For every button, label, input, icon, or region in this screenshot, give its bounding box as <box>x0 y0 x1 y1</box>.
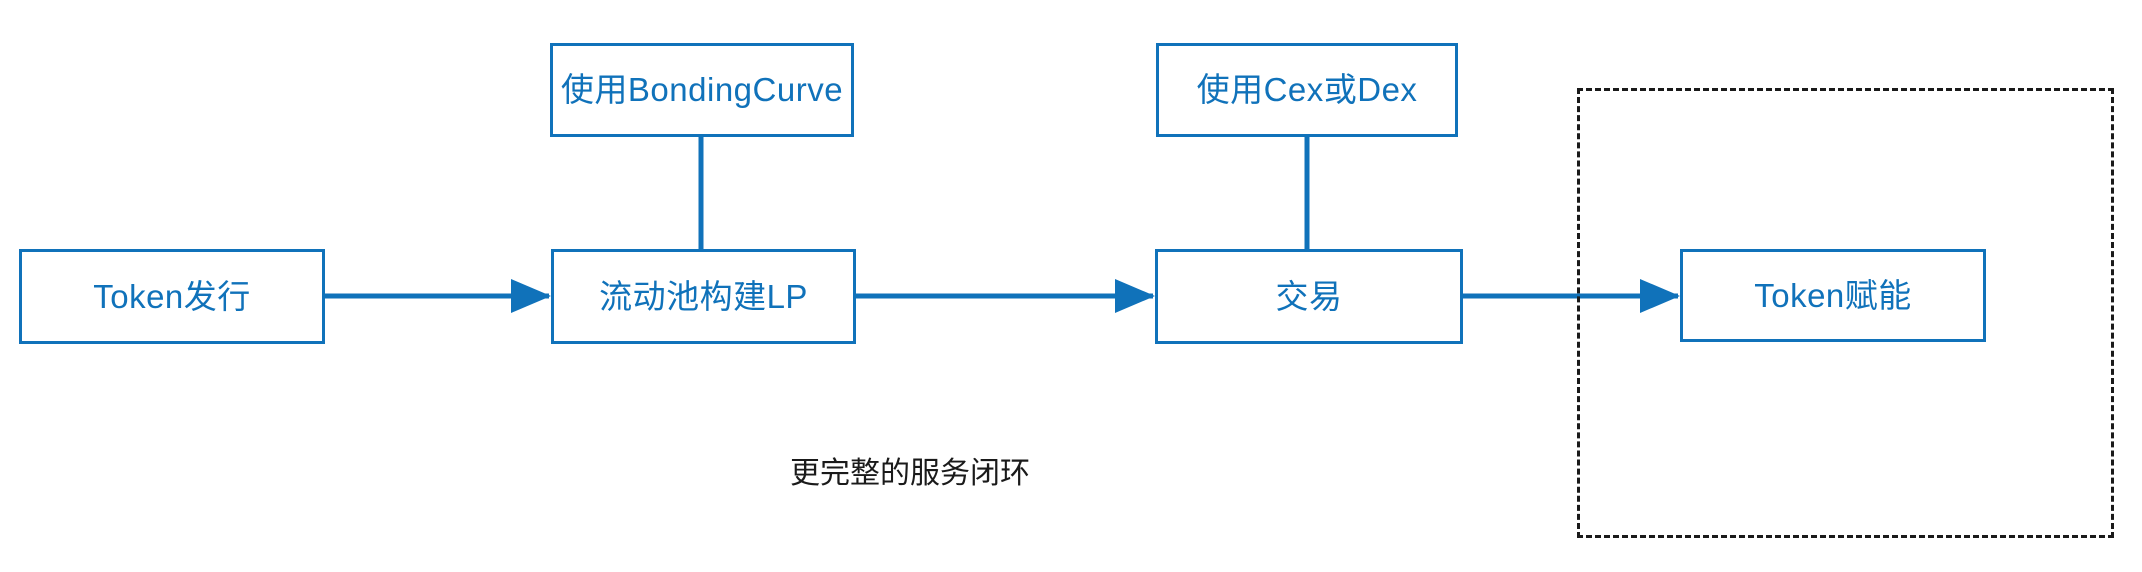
node-liquidity-lp-label: 流动池构建LP <box>599 277 808 315</box>
node-token-empower-label: Token赋能 <box>1754 276 1912 314</box>
node-trade[interactable]: 交易 <box>1155 249 1463 344</box>
node-cex-dex-label: 使用Cex或Dex <box>1196 71 1418 109</box>
future-scope-dashed-group <box>1577 88 2114 538</box>
node-token-issue-label: Token发行 <box>93 277 251 315</box>
node-trade-label: 交易 <box>1275 277 1343 315</box>
node-token-issue[interactable]: Token发行 <box>19 249 325 344</box>
node-token-empower[interactable]: Token赋能 <box>1680 249 1986 342</box>
node-liquidity-lp[interactable]: 流动池构建LP <box>551 249 856 344</box>
node-bonding-curve-label: 使用BondingCurve <box>560 71 844 109</box>
node-cex-dex[interactable]: 使用Cex或Dex <box>1156 43 1458 137</box>
node-bonding-curve[interactable]: 使用BondingCurve <box>550 43 854 137</box>
diagram-caption: 更完整的服务闭环 <box>790 457 1030 490</box>
